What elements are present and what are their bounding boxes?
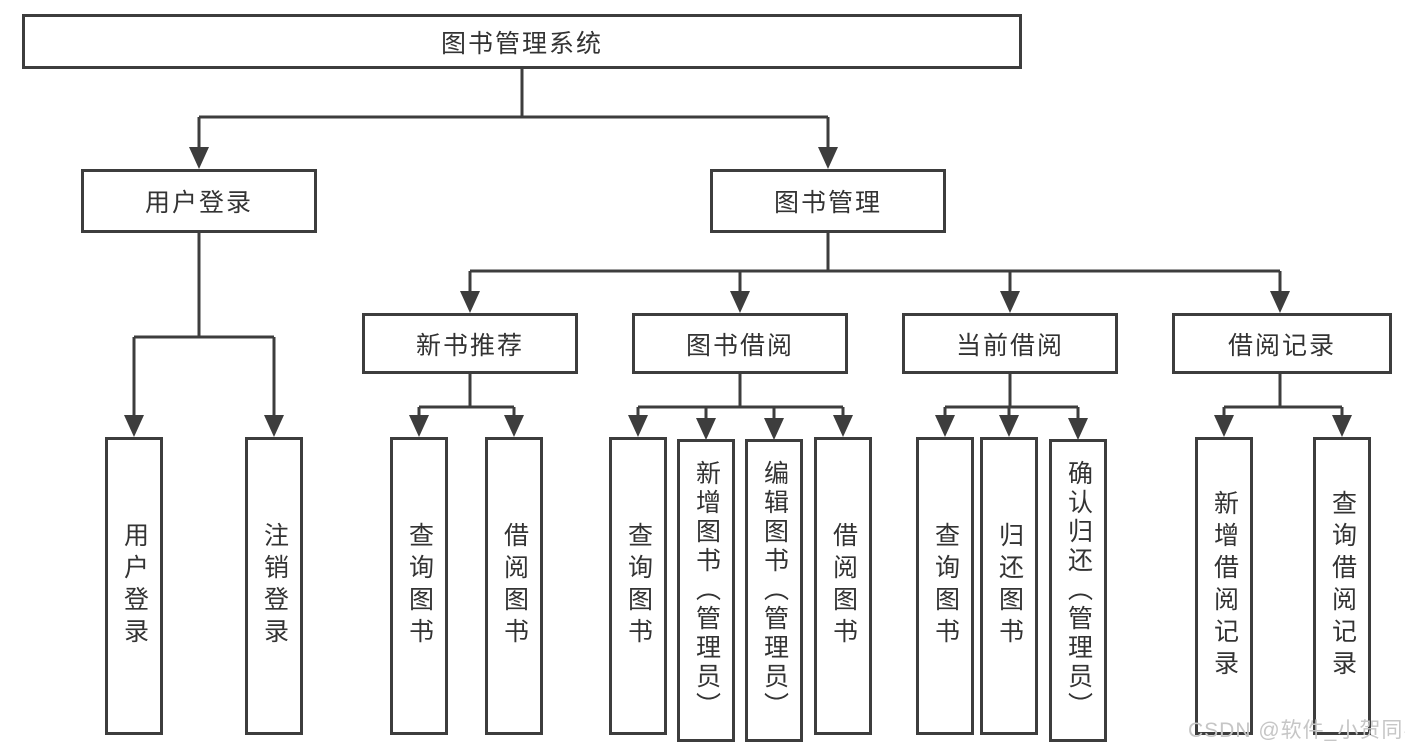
node-library-management-system: 图书管理系统 xyxy=(22,14,1022,69)
leaf-query-book-current: 查询图书 xyxy=(916,437,974,735)
leaf-query-book-borrow: 查询图书 xyxy=(609,437,667,735)
leaf-add-book-admin: 新增图书（管理员） xyxy=(677,439,735,742)
leaf-borrow-book-recommend: 借阅图书 xyxy=(485,437,543,735)
leaf-query-borrow-record: 查询借阅记录 xyxy=(1313,437,1371,735)
arrowheads xyxy=(124,147,1352,440)
node-current-borrow: 当前借阅 xyxy=(902,313,1118,374)
csdn-watermark: CSDN @软件_小贺同学 xyxy=(1188,719,1405,742)
leaf-edit-book-admin: 编辑图书（管理员） xyxy=(745,439,803,742)
leaf-query-book-recommend: 查询图书 xyxy=(390,437,448,735)
node-borrow-records: 借阅记录 xyxy=(1172,313,1392,374)
leaf-confirm-return-admin: 确认归还（管理员） xyxy=(1049,439,1107,742)
node-new-book-recommend: 新书推荐 xyxy=(362,313,578,374)
node-book-management: 图书管理 xyxy=(710,169,946,233)
leaf-return-book: 归还图书 xyxy=(980,437,1038,735)
leaf-add-borrow-record: 新增借阅记录 xyxy=(1195,437,1253,735)
node-user-login: 用户登录 xyxy=(81,169,317,233)
leaf-user-login: 用户登录 xyxy=(105,437,163,735)
node-book-borrow: 图书借阅 xyxy=(632,313,848,374)
leaf-logout: 注销登录 xyxy=(245,437,303,735)
leaf-borrow-book: 借阅图书 xyxy=(814,437,872,735)
